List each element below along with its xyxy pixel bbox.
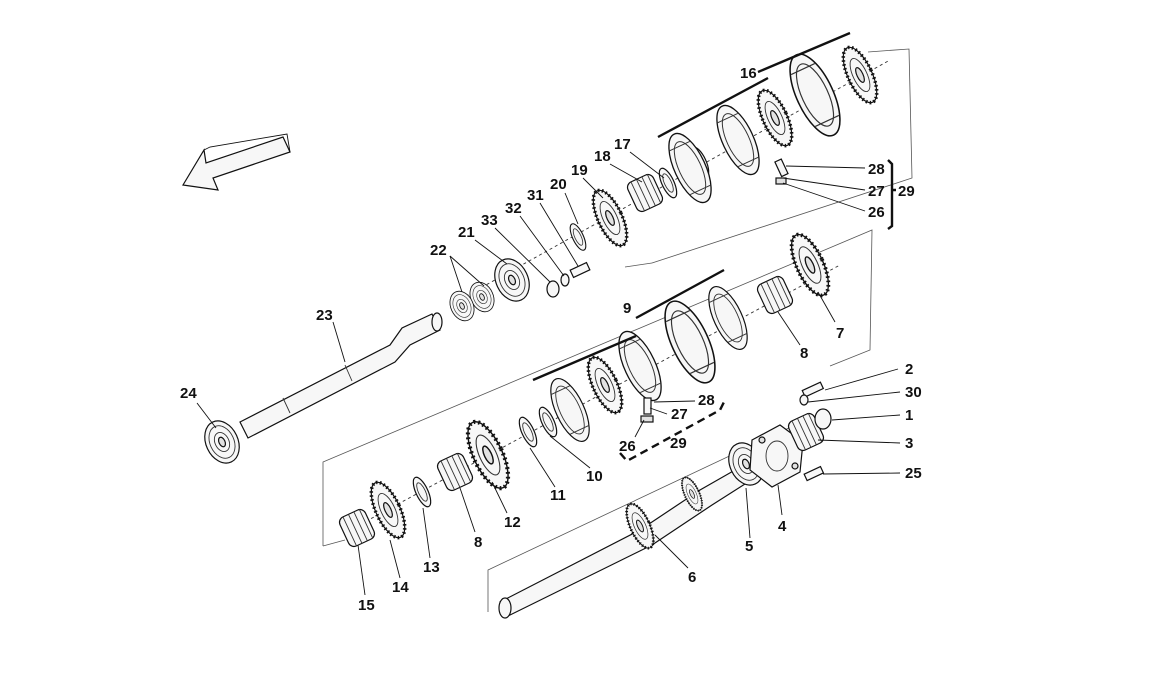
part-label-25: 25 bbox=[905, 465, 922, 482]
left-arrow-icon bbox=[182, 133, 291, 191]
part-label-9: 9 bbox=[623, 300, 631, 317]
bearing-cover-plate bbox=[749, 424, 804, 488]
part-label-19: 19 bbox=[571, 162, 588, 179]
part-label-7: 7 bbox=[836, 325, 844, 342]
part-label-29-upper: 29 bbox=[898, 183, 915, 200]
part-label-15: 15 bbox=[358, 597, 375, 614]
part-label-4: 4 bbox=[778, 518, 787, 535]
part-label-27-upper: 27 bbox=[868, 183, 885, 200]
upper-shaft-components bbox=[444, 40, 891, 326]
part-label-13: 13 bbox=[423, 559, 440, 576]
part-label-27-lower: 27 bbox=[671, 406, 688, 423]
part-label-26-lower: 26 bbox=[619, 438, 636, 455]
shaft-bearing bbox=[197, 414, 247, 470]
group-bar-9 bbox=[532, 268, 725, 382]
leader-lines bbox=[196, 151, 901, 596]
part-label-12: 12 bbox=[504, 514, 521, 531]
part-label-31: 31 bbox=[527, 187, 544, 204]
part-label-29-lower: 29 bbox=[670, 435, 687, 452]
group-brace-29-upper bbox=[887, 159, 896, 230]
part-label-14: 14 bbox=[392, 579, 409, 596]
part-label-26-upper: 26 bbox=[868, 204, 885, 221]
part-label-11: 11 bbox=[550, 487, 566, 504]
part-label-28-lower: 28 bbox=[698, 392, 715, 409]
part-label-6: 6 bbox=[688, 569, 696, 586]
part-label-16: 16 bbox=[740, 65, 757, 82]
group-brace-29-lower bbox=[619, 399, 727, 463]
lower-assembly-frame bbox=[322, 229, 873, 546]
part-label-3: 3 bbox=[905, 435, 913, 452]
synchronizer-assembly-upper bbox=[834, 40, 886, 110]
part-label-32: 32 bbox=[505, 200, 522, 217]
input-shaft bbox=[239, 312, 443, 439]
upper-assembly-frame bbox=[651, 48, 913, 264]
part-label-33: 33 bbox=[481, 212, 498, 229]
part-label-20: 20 bbox=[550, 176, 567, 193]
part-labels: 2 30 1 3 25 4 5 6 7 8 9 10 11 12 8 13 14… bbox=[180, 65, 922, 614]
part-label-2: 2 bbox=[905, 361, 913, 378]
part-label-5: 5 bbox=[745, 538, 753, 555]
part-label-17: 17 bbox=[614, 136, 631, 153]
part-label-23: 23 bbox=[316, 307, 333, 324]
output-assembly-frame bbox=[487, 417, 811, 612]
lower-shaft-components bbox=[336, 227, 841, 550]
part-label-21: 21 bbox=[458, 224, 475, 241]
part-label-22: 22 bbox=[430, 242, 447, 259]
part-label-24: 24 bbox=[180, 385, 197, 402]
group-bar-16 bbox=[657, 31, 851, 139]
part-label-8-lower: 8 bbox=[474, 534, 482, 551]
part-label-18: 18 bbox=[594, 148, 611, 165]
part-label-28-upper: 28 bbox=[868, 161, 885, 178]
part-label-8-upper: 8 bbox=[800, 345, 808, 362]
part-label-1: 1 bbox=[905, 407, 913, 424]
output-shaft bbox=[498, 469, 746, 619]
part-label-30: 30 bbox=[905, 384, 922, 401]
part-label-10: 10 bbox=[586, 468, 603, 485]
